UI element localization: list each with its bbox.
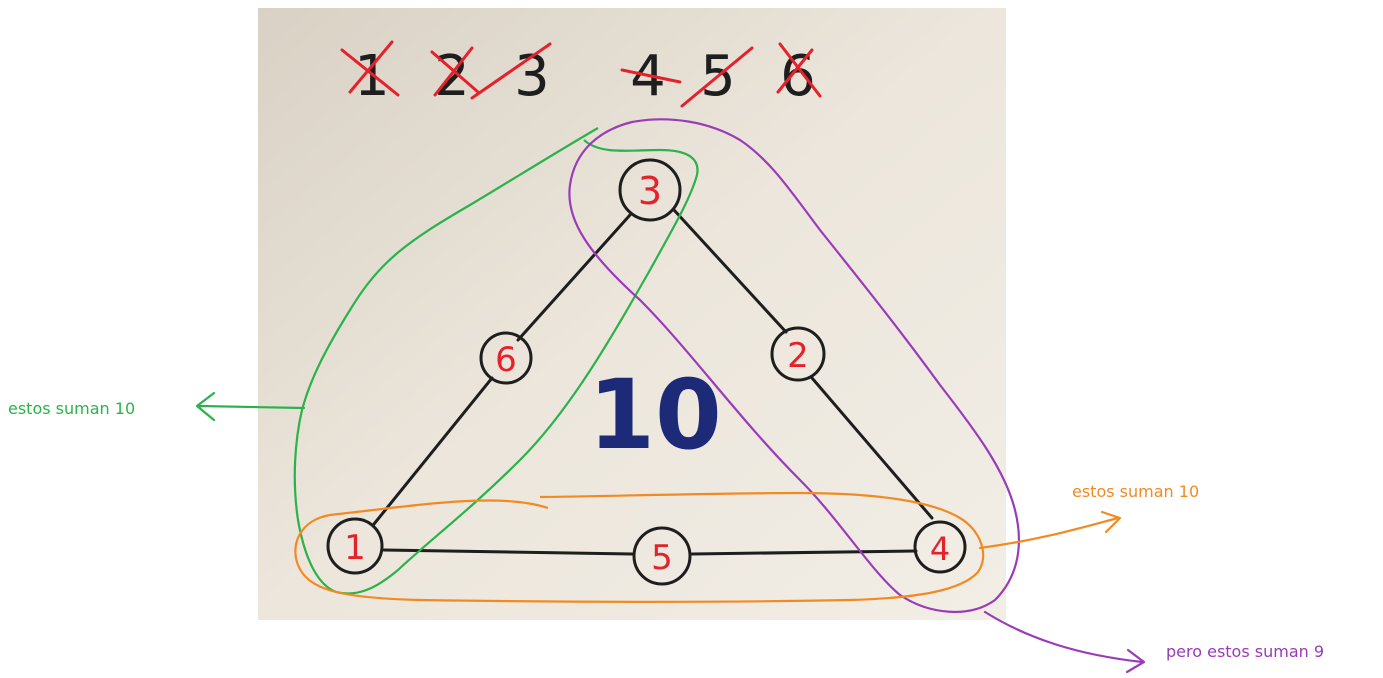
annotation-left: estos suman 10 <box>8 399 135 418</box>
orange-loop <box>294 491 985 603</box>
center-number: 10 <box>588 359 722 471</box>
node-bottom-right-circle <box>913 520 967 574</box>
orange-arrow <box>978 510 1122 550</box>
edge-right-upper <box>672 208 788 334</box>
purple-loop <box>568 118 1021 614</box>
node-bottom-left-circle <box>326 517 384 575</box>
red-crosses <box>340 40 822 108</box>
edge-bottom-left <box>382 548 634 556</box>
cross-4 <box>620 68 682 84</box>
paper-photo <box>258 8 1006 620</box>
nodes: 3 6 2 1 5 4 <box>326 158 967 586</box>
node-upper-right: 2 <box>770 326 826 382</box>
edge-left-lower <box>372 376 494 526</box>
node-top: 3 <box>618 158 682 222</box>
green-arrow <box>195 391 306 422</box>
purple-arrow <box>983 610 1146 674</box>
annotation-arrows <box>195 391 1146 674</box>
edge-left-upper <box>516 213 632 342</box>
row-number-3: 3 <box>514 44 550 109</box>
node-top-label: 3 <box>638 169 662 213</box>
node-bottom-left-label: 1 <box>344 528 366 568</box>
node-bottom-right: 4 <box>913 520 967 574</box>
node-top-circle <box>618 158 682 222</box>
annotation-right: pero estos suman 9 <box>1166 642 1324 661</box>
cross-2 <box>430 46 480 97</box>
edge-right-lower <box>810 376 934 520</box>
number-row: 1 2 3 4 5 6 <box>340 40 822 109</box>
node-bottom-left: 1 <box>326 517 384 575</box>
cross-6 <box>776 42 822 98</box>
triangle-edges <box>372 208 934 556</box>
node-bottom-middle: 5 <box>632 526 692 586</box>
row-number-2: 2 <box>434 44 470 109</box>
node-bottom-middle-circle <box>632 526 692 586</box>
node-bottom-middle-label: 5 <box>651 538 673 578</box>
cross-3 <box>470 42 552 100</box>
cross-5 <box>680 46 754 108</box>
green-loop <box>293 127 699 595</box>
row-number-1: 1 <box>354 44 390 109</box>
annotation-bottom: estos suman 10 <box>1072 482 1199 501</box>
node-upper-left: 6 <box>479 331 533 385</box>
node-upper-left-circle <box>479 331 533 385</box>
node-upper-left-label: 6 <box>495 340 517 380</box>
edge-bottom-right <box>690 549 918 556</box>
node-upper-right-label: 2 <box>787 336 809 376</box>
cross-1 <box>340 40 400 97</box>
node-upper-right-circle <box>770 326 826 382</box>
node-bottom-right-label: 4 <box>930 530 950 568</box>
